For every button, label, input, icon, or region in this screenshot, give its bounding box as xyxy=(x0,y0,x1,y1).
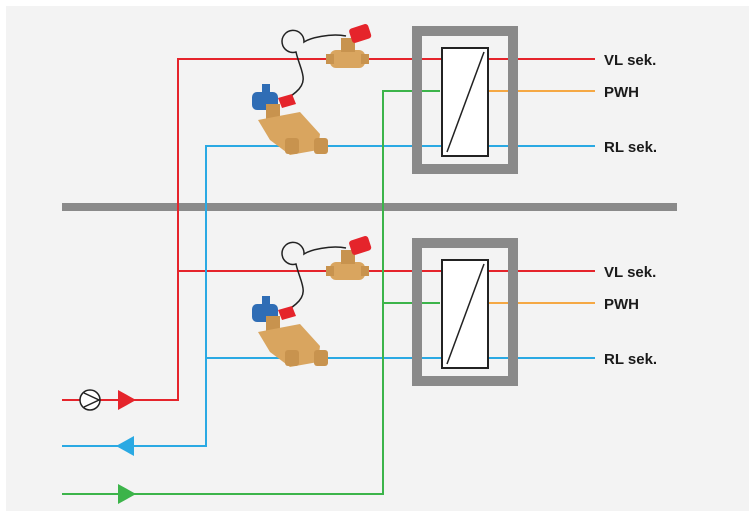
impulse-tube-upper xyxy=(281,29,347,105)
label-vl-sek-lower: VL sek. xyxy=(604,264,656,281)
label-vl-sek-upper: VL sek. xyxy=(604,52,656,69)
divider-bar xyxy=(62,203,677,211)
heat-exchanger-icon xyxy=(441,259,489,369)
green-flow-arrow-icon xyxy=(118,484,136,504)
green-riser-pipe xyxy=(62,90,440,495)
diagram-panel xyxy=(6,6,749,511)
label-pwh-lower: PWH xyxy=(604,296,639,313)
heat-exchanger-lower xyxy=(412,238,518,386)
label-rl-sek-lower: RL sek. xyxy=(604,351,657,368)
pressure-control-valve-icon xyxy=(252,296,328,367)
label-pwh-upper: PWH xyxy=(604,84,639,101)
heat-exchanger-upper xyxy=(412,26,518,174)
pump-icon xyxy=(79,389,101,411)
return-flow-arrow-icon xyxy=(116,436,134,456)
heat-exchanger-icon xyxy=(441,47,489,157)
balancing-valve-icon xyxy=(326,236,372,280)
impulse-tube-lower xyxy=(281,241,347,317)
balancing-valve-icon xyxy=(326,24,372,68)
supply-flow-arrow-icon xyxy=(118,390,136,410)
label-rl-sek-upper: RL sek. xyxy=(604,139,657,156)
pressure-control-valve-icon xyxy=(252,84,328,155)
